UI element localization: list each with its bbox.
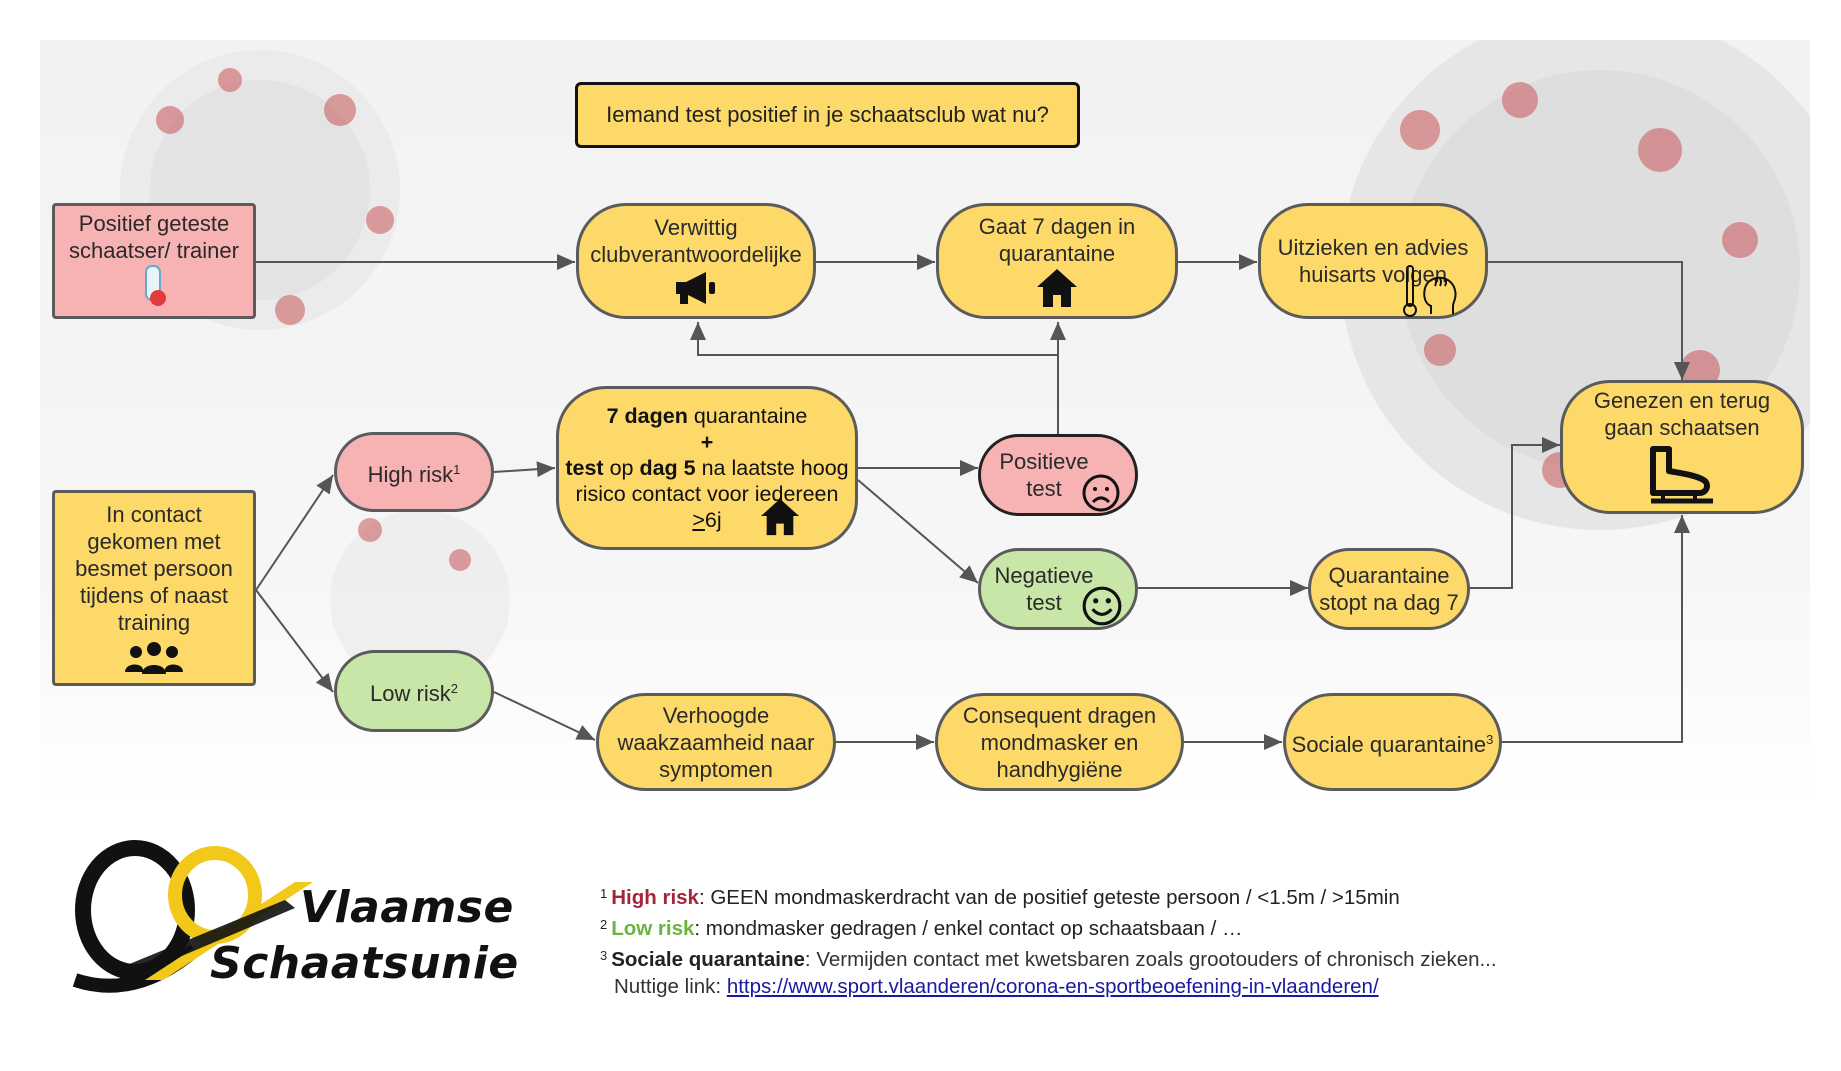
- node-low-risk-label: Low risk2: [370, 681, 458, 706]
- useful-link-row: Nuttige link: https://www.sport.vlaander…: [600, 973, 1497, 1000]
- arrow-contact-to-high: [255, 474, 334, 591]
- node-contact-label: In contact gekomen met besmet persoon ti…: [75, 501, 233, 635]
- arrow-low-to-vigilance: [493, 691, 596, 741]
- arrow-social-to-healed: [1502, 515, 1690, 743]
- node-quarantine-stops-label: Quarantaine stopt na dag 7: [1319, 563, 1459, 615]
- arrow-contact-to-low: [255, 589, 334, 693]
- node-protocol-text: 7 dagen quarantaine + test op dag 5 na l…: [565, 404, 849, 532]
- node-recover-label: Uitzieken en advies huisarts volgen: [1277, 235, 1469, 287]
- node-high-risk-label: High risk1: [367, 462, 461, 487]
- house-icon: [1037, 269, 1077, 307]
- arrow-stop-to-healed: [1470, 437, 1560, 589]
- node-positive-test: Positieve test: [978, 434, 1138, 516]
- group-icon: [125, 641, 183, 674]
- arrow-high-to-protocol: [493, 461, 556, 478]
- arrow-positive-to-notify-up: [690, 322, 1059, 434]
- node-low-risk: Low risk2: [334, 650, 494, 732]
- node-vigilance-label: Verhoogde waakzaamheid naar symptomen: [617, 702, 815, 782]
- thermometer-fever-icon: [1403, 265, 1457, 317]
- node-positive-tested: Positief geteste schaatser/ trainer: [52, 203, 256, 319]
- node-social-quarantine-label: Sociale quarantaine3: [1291, 732, 1494, 757]
- test-tube-icon: [145, 265, 166, 306]
- logo-line2: Schaatsunie: [210, 938, 519, 989]
- sad-face-icon: [1082, 474, 1120, 512]
- node-positive-test-label: Positieve test: [999, 449, 1089, 501]
- diagram-title: Iemand test positief in je schaatsclub w…: [575, 82, 1080, 148]
- node-mask-label: Consequent dragen mondmasker en handhygi…: [962, 702, 1157, 782]
- virus-decoration: [120, 40, 1810, 690]
- node-negative-test-label: Negatieve test: [994, 563, 1094, 615]
- smiley-icon: [1082, 586, 1122, 626]
- background-panel: [40, 40, 1810, 800]
- node-protocol: 7 dagen quarantaine + test op dag 5 na l…: [556, 386, 858, 550]
- node-vigilance: Verhoogde waakzaamheid naar symptomen: [596, 693, 836, 791]
- node-recover: Uitzieken en advies huisarts volgen: [1258, 203, 1488, 319]
- node-mask: Consequent dragen mondmasker en handhygi…: [935, 693, 1184, 791]
- useful-link-label: Nuttige link:: [614, 975, 727, 998]
- ice-skate-icon: [1650, 446, 1713, 504]
- node-quarantine-stops: Quarantaine stopt na dag 7: [1308, 548, 1470, 630]
- node-healed-label: Genezen en terug gaan schaatsen: [1593, 388, 1771, 440]
- house-icon: [760, 498, 800, 536]
- logo: Vlaamse Schaatsunie: [55, 830, 525, 1030]
- node-contact: In contact gekomen met besmet persoon ti…: [52, 490, 256, 686]
- node-notify-label: Verwittig clubverantwoordelijke: [590, 215, 802, 267]
- node-quarantine7: Gaat 7 dagen in quarantaine: [936, 203, 1178, 319]
- node-positive-tested-label: Positief geteste schaatser/ trainer: [69, 211, 239, 263]
- node-negative-test: Negatieve test: [978, 548, 1138, 630]
- node-social-quarantine: Sociale quarantaine3: [1283, 693, 1502, 791]
- useful-link[interactable]: https://www.sport.vlaanderen/corona-en-s…: [726, 975, 1379, 998]
- arrow-protocol-to-negative: [857, 479, 979, 584]
- node-notify: Verwittig clubverantwoordelijke: [576, 203, 816, 319]
- node-quarantine7-label: Gaat 7 dagen in quarantaine: [978, 214, 1136, 266]
- logo-mark: [72, 840, 313, 993]
- arrow-recover-to-healed: [1487, 261, 1690, 380]
- node-healed: Genezen en terug gaan schaatsen: [1560, 380, 1804, 514]
- node-high-risk: High risk1: [334, 432, 494, 512]
- megaphone-icon: [676, 272, 715, 304]
- logo-line1: Vlaamse: [300, 882, 514, 933]
